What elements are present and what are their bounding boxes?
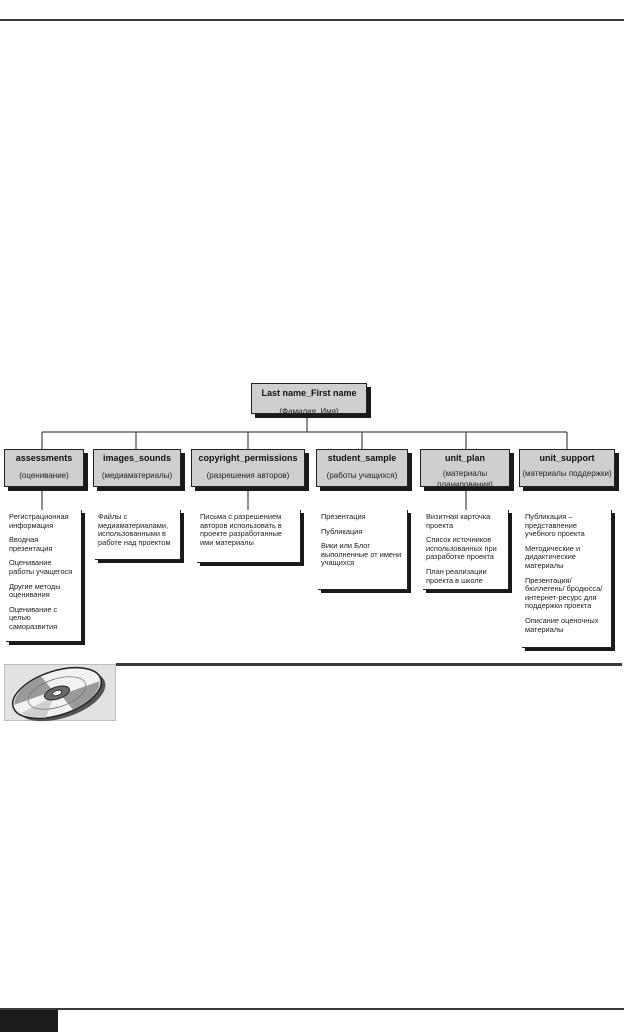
list-item: Регистрационная информация: [9, 512, 69, 530]
folder-title: unit_plan: [445, 453, 485, 463]
folder-subtitle: (работы учащихся): [326, 471, 398, 480]
folder-title: copyright_permissions: [198, 453, 298, 463]
list-item: Презентация/ бюллетень/ бродюсса/ интерн…: [525, 575, 603, 611]
list-item: Вводная презентация: [9, 535, 53, 553]
unit-support-content-list: Публикация – представление учебного прое…: [522, 510, 612, 648]
folder-title: student_sample: [327, 453, 397, 463]
list-item: Презентация: [321, 512, 366, 521]
root-folder-title: Last name_First name: [261, 388, 357, 398]
list-item: Другие методы оценивания: [9, 581, 61, 600]
list-item: Визитная карточка проекта: [426, 512, 491, 530]
list-item: Файлы с медиаматериалами, использованным…: [98, 512, 171, 547]
folder-subtitle: (материалы планирования): [437, 469, 493, 489]
list-item: План реализации проекта в школе: [426, 566, 487, 585]
list-item: Письма с разрешением авторов использоват…: [200, 512, 283, 547]
folder-subtitle: (медиаматериалы): [101, 471, 173, 480]
list-item: Публикация: [321, 526, 363, 536]
bottom-rule: [0, 1008, 624, 1010]
list-item: Методические и дидактические материалы: [525, 543, 581, 570]
list-item: Вики или Блог выполненные от имени учащи…: [321, 541, 402, 568]
assessments-content-list: Регистрационная информация Вводная презе…: [6, 510, 82, 642]
copyright-permissions-content-list: Письма с разрешением авторов использоват…: [197, 510, 301, 563]
list-item: Описание оценочных материалы: [525, 615, 599, 634]
folder-subtitle: (материалы поддержки): [522, 469, 612, 478]
list-item: Оценивание с целью саморазвития: [9, 604, 58, 631]
folder-assessments-box: assessments (оценивание): [4, 449, 84, 487]
folder-student-sample-box: student_sample (работы учащихся): [316, 449, 408, 487]
root-folder-subtitle: (Фамилия_Имя): [279, 407, 339, 416]
folder-images-sounds-box: images_sounds (медиаматериалы): [93, 449, 181, 487]
unit-plan-content-list: Визитная карточка проекта Список источни…: [423, 510, 509, 590]
list-item: Оценивание работы учащегося: [9, 558, 73, 576]
folder-unit-plan-box: unit_plan (материалы планирования): [420, 449, 510, 489]
section-rule: [116, 663, 622, 666]
cd-disc-icon: [11, 666, 106, 722]
folder-title: assessments: [15, 453, 73, 463]
folder-copyright-permissions-box: copyright_permissions (разрешения авторо…: [191, 449, 305, 487]
images-sounds-content-list: Файлы с медиаматериалами, использованным…: [95, 510, 181, 560]
page-number-tab: [0, 1010, 58, 1032]
root-folder-box: Last name_First name (Фамилия_Имя): [251, 383, 367, 416]
student-sample-content-list: Презентация Публикация Вики или Блог вып…: [318, 510, 408, 590]
list-item: Список источников использованных при раз…: [426, 535, 497, 562]
folder-unit-support-box: unit_support (материалы поддержки): [519, 449, 615, 487]
folder-subtitle: (оценивание): [19, 471, 69, 480]
cd-icon-panel: [4, 664, 116, 722]
folder-title: images_sounds: [102, 453, 172, 463]
top-rule: [0, 19, 624, 21]
folder-title: unit_support: [539, 453, 595, 463]
folder-subtitle: (разрешения авторов): [206, 471, 290, 480]
list-item: Публикация – представление учебного прое…: [525, 512, 585, 539]
